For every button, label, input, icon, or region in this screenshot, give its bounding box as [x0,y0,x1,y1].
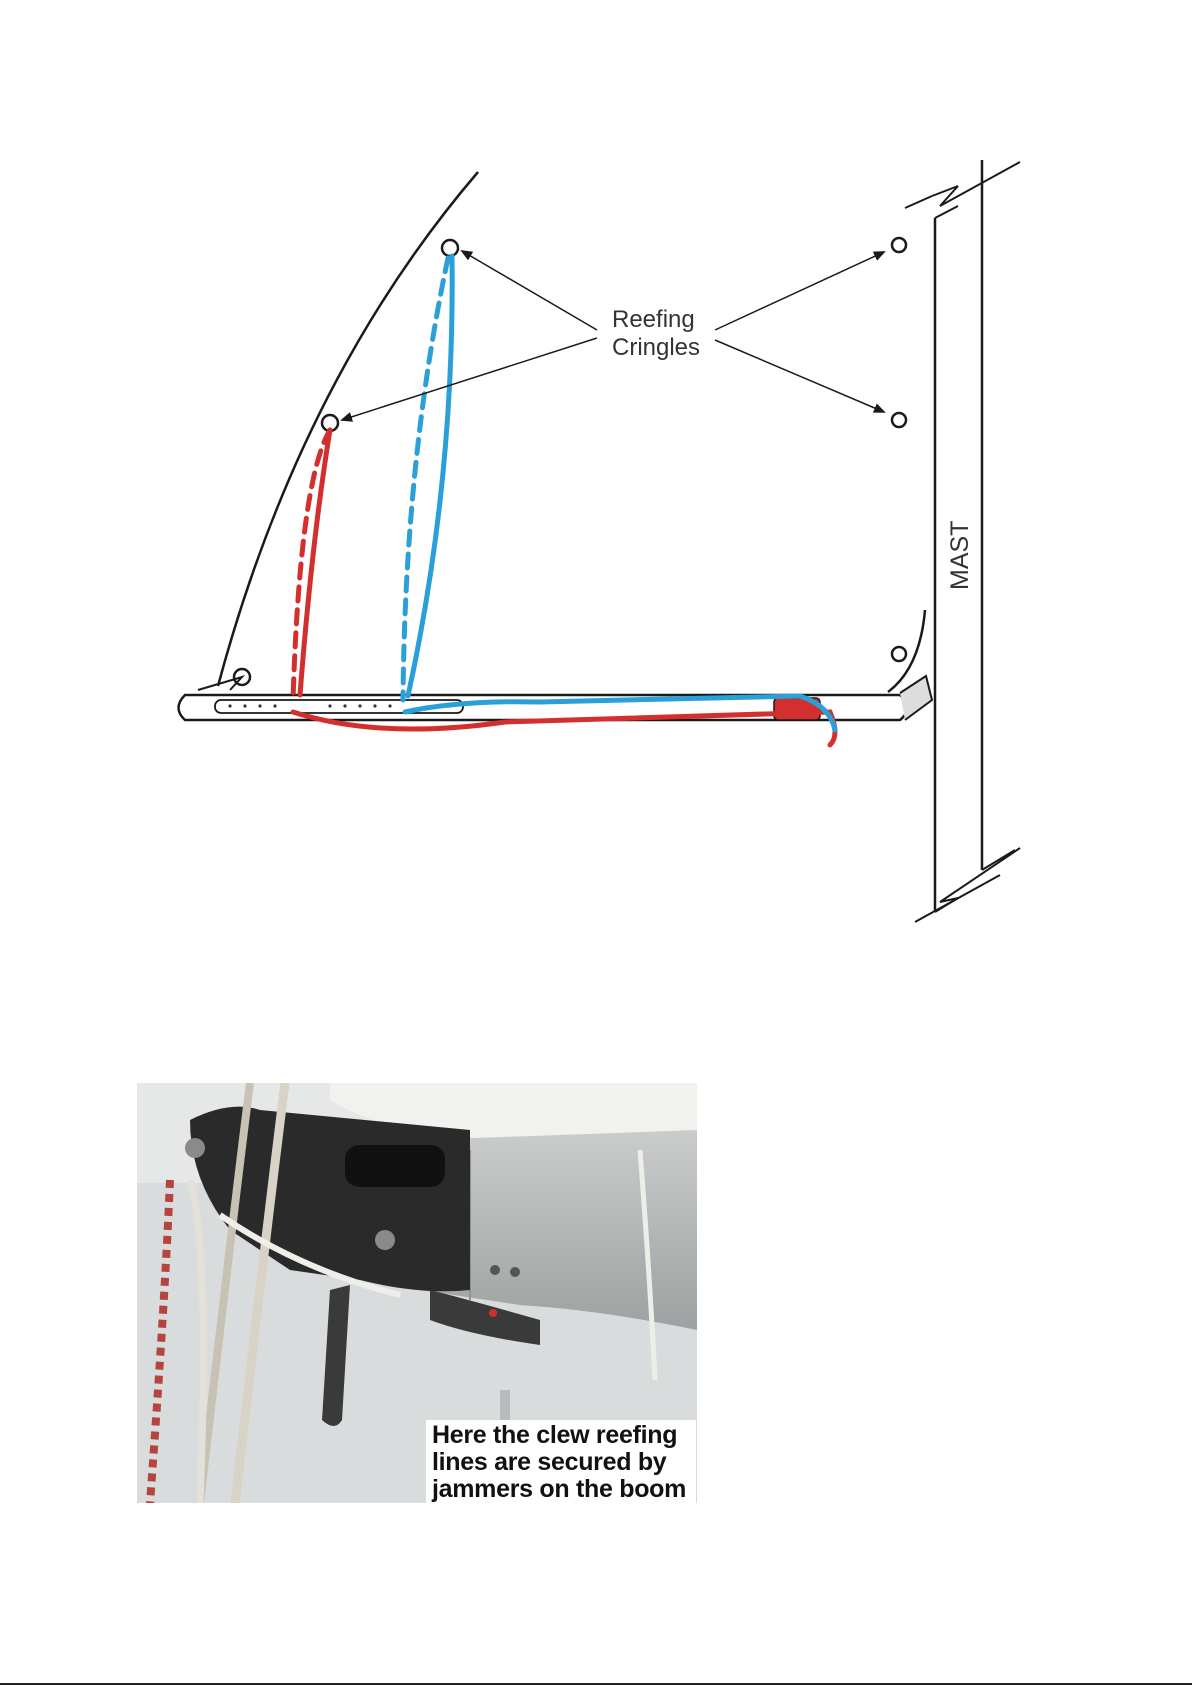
jammer-caption: Here the clew reefing lines are secured … [426,1420,696,1504]
tack-ring [892,647,906,661]
sail-diagram: MAST [179,160,1021,922]
caption-line-1: Here the clew reefing [432,1422,690,1449]
luff-cringle-lower [892,413,906,427]
leech-cringle-upper [442,240,458,256]
caption-line-3: jammers on the boom [432,1476,690,1503]
mast-label: MAST [946,521,974,590]
reefing-cringles-line-2: Cringles [612,334,700,361]
reefing-cringles-line-1: Reefing [612,306,695,333]
caption-line-2: lines are secured by [432,1449,690,1476]
sail-leech [218,172,478,686]
reefing-cringles-label: Reefing Cringles [612,306,701,361]
luff-cringle-upper [892,238,906,252]
